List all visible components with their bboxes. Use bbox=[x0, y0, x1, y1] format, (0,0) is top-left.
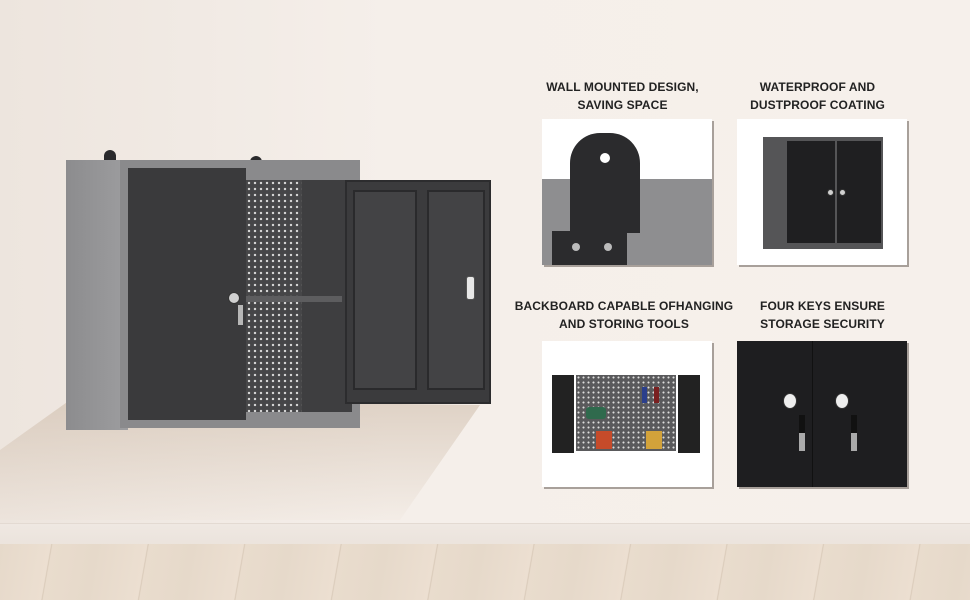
feature-image-door-locks bbox=[737, 341, 907, 487]
lock-icon bbox=[228, 292, 240, 304]
feature-title-wall-mounted: WALL MOUNTED DESIGN, SAVING SPACE bbox=[546, 80, 699, 112]
feature-image-mounting-bracket bbox=[542, 119, 712, 265]
cabinet-left-door bbox=[128, 168, 246, 420]
key-icon bbox=[238, 305, 243, 325]
baseboard bbox=[0, 523, 970, 546]
feature-image-open-cabinet bbox=[542, 341, 712, 487]
cabinet-right-door bbox=[345, 180, 491, 404]
tool-icon bbox=[642, 387, 647, 403]
wood-floor bbox=[0, 544, 970, 600]
lock-icon bbox=[839, 189, 846, 196]
feature-title-four-keys: FOUR KEYS ENSURE STORAGE SECURITY bbox=[760, 299, 885, 331]
lock-icon bbox=[783, 393, 797, 409]
tool-shelf bbox=[246, 296, 342, 302]
door-panel bbox=[427, 190, 485, 390]
tool-icon bbox=[596, 431, 612, 449]
feature-title-waterproof: WATERPROOF AND DUSTPROOF COATING bbox=[750, 80, 885, 112]
door-handle-icon bbox=[466, 276, 475, 300]
key-icon bbox=[799, 415, 805, 451]
lock-icon bbox=[827, 189, 834, 196]
door-panel bbox=[353, 190, 417, 390]
mounting-hook-icon bbox=[104, 150, 116, 160]
bracket-icon bbox=[570, 133, 640, 233]
key-icon bbox=[851, 415, 857, 451]
feature-image-closed-cabinet bbox=[737, 119, 907, 265]
cabinet-side bbox=[66, 160, 128, 430]
tool-icon bbox=[654, 387, 659, 403]
feature-title-backboard: BACKBOARD CAPABLE OFHANGING AND STORING … bbox=[514, 299, 734, 331]
tool-icon bbox=[646, 431, 662, 449]
tool-icon bbox=[586, 407, 606, 419]
lock-icon bbox=[835, 393, 849, 409]
